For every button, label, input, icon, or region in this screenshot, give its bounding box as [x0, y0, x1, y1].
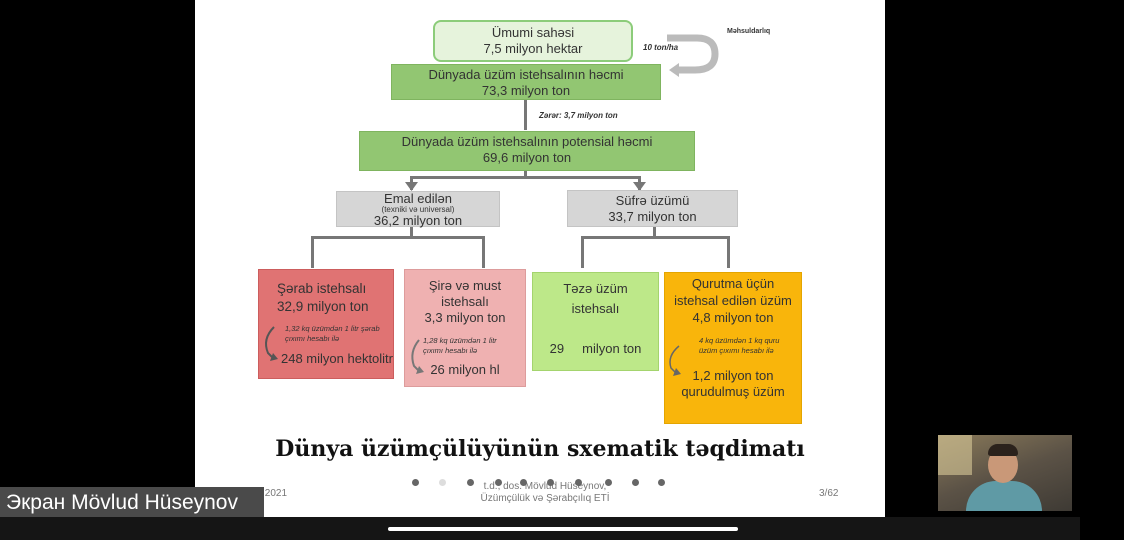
yield-value: 10 ton/ha — [643, 43, 679, 52]
dried-grapes-value: 4,8 milyon ton — [692, 310, 774, 325]
juice-must-value: 3,3 milyon ton — [424, 310, 506, 325]
slide-nav-dot[interactable] — [467, 479, 474, 486]
connector-line — [727, 236, 730, 268]
juice-yield-note: 1,28 kq üzümdən 1 litr — [423, 336, 497, 345]
table-grapes-label: Süfrə üzümü — [615, 193, 690, 208]
juice-must-label-2: istehsalı — [441, 294, 489, 309]
connector-line — [311, 236, 314, 268]
dried-output-label: qurudulmuş üzüm — [681, 384, 785, 399]
slide-nav-dot[interactable] — [658, 479, 665, 486]
total-area-box: Ümumi sahəsi 7,5 milyon hektar — [433, 20, 633, 62]
table-grapes-box: Süfrə üzümü 33,7 milyon ton — [567, 190, 738, 227]
connector-line — [410, 176, 640, 179]
connector-line — [524, 100, 527, 130]
fresh-grapes-value: 29 — [549, 341, 565, 356]
slide-nav-dot[interactable] — [605, 479, 612, 486]
slide-nav-dot[interactable] — [547, 479, 554, 486]
background-window — [938, 435, 972, 475]
juice-yield-note-2: çıxımı hesabı ilə — [423, 346, 478, 355]
dried-grapes-box: Qurutma üçün istehsal edilən üzüm 4,8 mi… — [664, 272, 802, 424]
footer-author: t.d., dos. Mövlud Hüseynov, Üzümçülük və… — [465, 481, 625, 505]
home-indicator[interactable] — [388, 527, 738, 531]
processed-grapes-box: Emal edilən (texniki və universal) 36,2 … — [336, 191, 500, 228]
slide-nav-dot[interactable] — [520, 479, 527, 486]
potential-volume-box: Dünyada üzüm istehsalının potensial həcm… — [359, 131, 695, 171]
production-volume-value: 73,3 milyon ton — [481, 83, 571, 98]
curved-arrow-icon — [265, 326, 278, 361]
slide-nav-dot[interactable] — [412, 479, 419, 486]
yield-label: Məhsuldarlıq — [727, 28, 771, 35]
processed-grapes-label: Emal edilən — [384, 191, 452, 206]
connector-line — [410, 227, 413, 238]
production-volume-box: Dünyada üzüm istehsalının həcmi 73,3 mil… — [391, 64, 661, 100]
connector-line — [581, 236, 584, 268]
presentation-slide: Ümumi sahəsi 7,5 milyon hektar 10 ton/ha… — [195, 0, 885, 517]
presenter-video-thumbnail[interactable] — [938, 435, 1072, 511]
wine-yield-note-2: çıxımı hesabı ilə — [285, 334, 340, 343]
dried-grapes-label-2: istehsal edilən üzüm — [674, 293, 792, 308]
presenter-hair — [988, 444, 1018, 456]
slide-nav-dot[interactable] — [632, 479, 639, 486]
curved-arrow-icon — [411, 339, 424, 374]
wine-yield-note: 1,32 kq üzümdən 1 litr şərab — [285, 324, 380, 333]
dried-output-value: 1,2 milyon ton — [692, 368, 774, 383]
slide-nav-dot[interactable] — [439, 479, 446, 486]
connector-line — [482, 236, 485, 268]
slide-title: Dünya üzümçülüyünün sxematik təqdimatı — [275, 436, 805, 462]
connector-line — [653, 227, 656, 238]
fresh-grapes-amount: 29 milyon ton — [533, 341, 658, 357]
arrow-head — [633, 182, 646, 191]
curved-arrow-icon — [669, 345, 681, 376]
juice-must-box: Şirə və must istehsalı 3,3 milyon ton 1,… — [404, 269, 526, 387]
dried-grapes-label: Qurutma üçün — [691, 276, 775, 291]
dried-yield-note-2: üzüm çıxımı hesabı ilə — [699, 346, 774, 355]
footer-page-number: 3/62 — [819, 488, 839, 499]
dried-yield-note: 4 kq üzümdən 1 kq quru — [699, 336, 780, 345]
connector-line — [311, 236, 485, 239]
processed-grapes-sublabel: (texniki və universal) — [381, 205, 455, 214]
slide-nav-dot[interactable] — [495, 479, 502, 486]
footer-author-line1: t.d., dos. Mövlud Hüseynov, — [483, 481, 607, 492]
total-area-value: 7,5 milyon hektar — [483, 41, 583, 56]
juice-output-value: 26 milyon hl — [430, 362, 500, 377]
wine-production-box: Şərab istehsalı 32,9 milyon ton 1,32 kq … — [258, 269, 394, 379]
yield-arrow — [667, 34, 719, 77]
fresh-grapes-label-2: istehsalı — [571, 301, 620, 316]
presenter-shirt — [966, 481, 1042, 511]
fresh-grapes-box: Təzə üzüm istehsalı 29 milyon ton — [532, 272, 659, 371]
fresh-grapes-label: Təzə üzüm — [563, 281, 628, 296]
fresh-grapes-unit: milyon ton — [582, 341, 642, 356]
processed-grapes-value: 36,2 milyon ton — [373, 213, 463, 228]
potential-volume-label: Dünyada üzüm istehsalının potensial həcm… — [401, 134, 653, 149]
production-volume-label: Dünyada üzüm istehsalının həcmi — [428, 67, 624, 82]
wine-production-label: Şərab istehsalı — [277, 281, 367, 296]
arrow-head — [405, 182, 418, 191]
slide-nav-dot[interactable] — [575, 479, 582, 486]
connector-line — [581, 236, 729, 239]
wine-production-value: 32,9 milyon ton — [277, 299, 369, 314]
potential-volume-value: 69,6 milyon ton — [482, 150, 572, 165]
total-area-label: Ümumi sahəsi — [491, 25, 575, 40]
table-grapes-value: 33,7 milyon ton — [608, 209, 697, 224]
wine-output-value: 248 milyon hektolitr — [281, 351, 393, 366]
juice-must-label: Şirə və must — [428, 278, 502, 293]
connector-line — [524, 171, 527, 179]
loss-note: Zərər: 3,7 milyon ton — [539, 111, 618, 120]
footer-author-line2: Üzümçülük və Şərabçılıq ETİ — [480, 493, 610, 504]
screen-share-presenter-label: Экран Mövlud Hüseynov — [0, 487, 264, 519]
